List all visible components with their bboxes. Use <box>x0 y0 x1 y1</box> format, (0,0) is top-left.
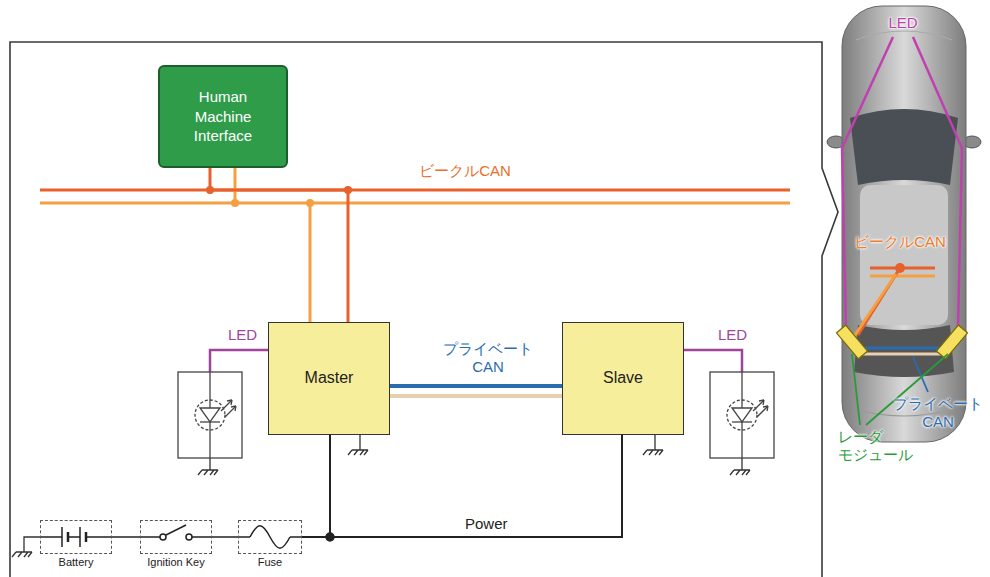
ignition-key-box: Ignition Key <box>140 520 212 569</box>
power-symbols <box>79 527 81 547</box>
led-label: LED <box>873 14 933 32</box>
car-can-wires <box>862 347 946 350</box>
led-symbol <box>753 400 764 411</box>
radar-module <box>836 325 967 359</box>
panel-frame <box>10 42 838 577</box>
ground-symbol <box>12 435 750 557</box>
node-text: Human Machine Interface <box>180 87 266 146</box>
connector-wire <box>212 536 238 538</box>
car-led-wires <box>913 37 962 330</box>
private-can-wire <box>390 396 562 397</box>
master-module: Master <box>268 322 390 435</box>
led-wire <box>210 350 268 372</box>
led-symbol <box>200 408 220 422</box>
led-symbol <box>763 406 768 411</box>
car-can-wires <box>870 275 935 278</box>
bus-label: ビークルCAN <box>400 162 530 180</box>
node-text: Master <box>305 368 354 389</box>
power-symbols <box>40 536 112 538</box>
led-symbol <box>209 372 210 408</box>
car-can-wires <box>853 263 946 354</box>
car-illustration <box>856 31 952 40</box>
power-label: Power <box>465 515 535 533</box>
car-can-wires <box>853 274 896 338</box>
dashed-outline <box>238 520 302 554</box>
led-symbol <box>231 406 236 411</box>
vehicle-can-bus <box>40 168 790 322</box>
vehicle-can-bus <box>309 203 312 322</box>
power-symbols <box>40 525 334 548</box>
connector-wire <box>302 435 330 537</box>
fuse-box: Fuse <box>238 520 302 569</box>
ground-symbol <box>643 435 663 455</box>
car-illustration <box>827 6 981 442</box>
car-led-wires <box>842 37 893 330</box>
led-label: LED <box>228 326 278 344</box>
dashed-outline <box>140 520 212 554</box>
led-symbol <box>225 406 236 417</box>
led-symbol <box>741 422 742 458</box>
radar-module <box>936 325 967 359</box>
led-wire <box>684 350 742 372</box>
node-text: Fuse <box>238 556 302 569</box>
power-symbols <box>140 536 212 538</box>
car-illustration <box>860 185 948 325</box>
vehicle-can-bus <box>234 168 237 203</box>
power-symbols <box>85 532 88 542</box>
vehicle-can-bus <box>306 199 314 207</box>
node-text: Battery <box>40 556 112 569</box>
led-symbol <box>732 408 752 422</box>
radar-module <box>836 325 867 359</box>
car-can-wires <box>862 353 946 356</box>
leader-line <box>852 354 860 425</box>
vehicle-can-bus <box>40 189 790 192</box>
ground-symbol <box>730 458 750 475</box>
bus-label: プライベート CAN <box>426 340 550 376</box>
connector-wire <box>210 168 348 322</box>
led-label: LED <box>718 326 768 344</box>
led-symbol <box>710 372 774 458</box>
radar-module-label: レーダ モジュール <box>838 428 930 464</box>
power-symbols <box>160 534 166 540</box>
node-text: Ignition Key <box>140 556 212 569</box>
panel-frame <box>10 42 838 577</box>
led-symbol <box>209 422 210 458</box>
slave-module: Slave <box>562 322 684 435</box>
battery-box: Battery <box>40 520 112 569</box>
led-symbol <box>221 400 232 411</box>
car-can-wires <box>895 263 905 273</box>
car-illustration <box>842 6 966 442</box>
led-symbol <box>757 406 768 417</box>
power-symbols <box>166 525 186 535</box>
ground-symbol <box>12 537 40 557</box>
hmi-box: Human Machine Interface <box>158 65 288 168</box>
led-symbol <box>741 372 742 408</box>
ground-symbol <box>348 435 368 455</box>
power-symbols <box>250 526 290 549</box>
led-symbol <box>759 400 764 405</box>
car-led-wires <box>842 37 962 330</box>
led-symbol <box>178 372 242 458</box>
leader-line <box>913 357 928 392</box>
private-can-wire <box>390 394 562 398</box>
dashed-outline <box>40 520 112 554</box>
vehicle-can-bus <box>231 199 239 207</box>
node-text: Slave <box>603 368 643 389</box>
connector-wire <box>390 384 562 388</box>
led-symbol <box>227 400 232 405</box>
vehicle-can-bus <box>40 202 790 205</box>
ground-symbol <box>198 458 218 475</box>
private-can-label: プライベート CAN <box>888 395 988 431</box>
power-symbols <box>186 534 192 540</box>
vehicle-can-label: ビークルCAN <box>840 233 960 251</box>
power-symbols <box>67 532 70 542</box>
power-symbols <box>61 527 63 547</box>
connector-wire <box>302 435 622 537</box>
car-illustration <box>850 109 958 185</box>
connector-wire <box>112 536 140 538</box>
